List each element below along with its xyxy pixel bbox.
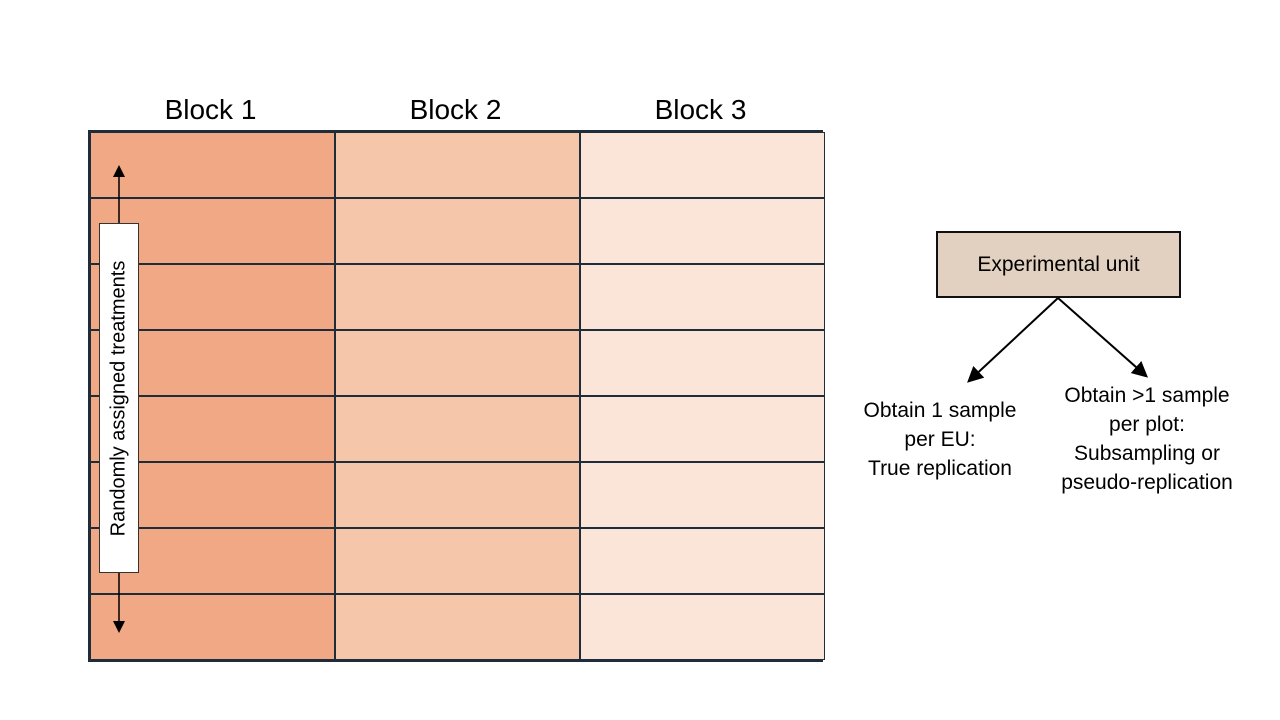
true-replication-text: Obtain 1 sample per EU: True replication	[863, 399, 1017, 480]
plot-cell	[335, 330, 580, 396]
plot-cell	[335, 528, 580, 594]
right-branch-arrow	[1057, 297, 1148, 378]
block-3-header: Block 3	[654, 94, 747, 125]
plot-cell	[335, 132, 580, 198]
plot-cell	[90, 594, 335, 660]
plot-cell	[335, 198, 580, 264]
left-branch-arrow	[967, 297, 1059, 383]
plot-cell	[580, 528, 825, 594]
plot-cell	[580, 396, 825, 462]
plot-cell	[335, 462, 580, 528]
plot-cell	[335, 594, 580, 660]
plot-cell	[580, 462, 825, 528]
plot-cell	[580, 132, 825, 198]
block-1-header: Block 1	[164, 94, 257, 125]
plot-cell	[580, 198, 825, 264]
plot-cell	[580, 330, 825, 396]
plot-cell	[335, 264, 580, 330]
plot-cell	[580, 594, 825, 660]
field-plot-grid	[88, 130, 825, 662]
experimental-unit-box: Experimental unit	[936, 231, 1181, 298]
randomly-assigned-treatments-label: Randomly assigned treatments	[99, 223, 139, 573]
plot-cell	[580, 264, 825, 330]
plot-cell	[335, 396, 580, 462]
plot-cell	[90, 132, 335, 198]
block-2-header: Block 2	[409, 94, 502, 125]
pseudo-replication-text: Obtain >1 sample per plot: Subsampling o…	[1061, 384, 1233, 494]
